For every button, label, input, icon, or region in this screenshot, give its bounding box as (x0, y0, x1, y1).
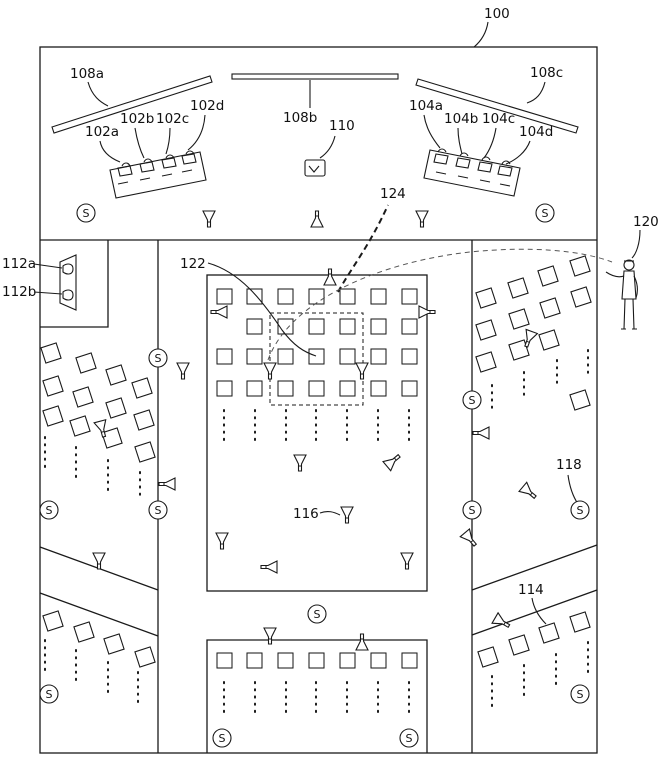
ref-100: 100 (473, 6, 510, 48)
camera-icon (400, 552, 414, 570)
svg-text:S: S (406, 732, 413, 745)
operator-figure: 120 (605, 214, 659, 330)
camera-icon (340, 506, 354, 524)
svg-text:104a: 104a (409, 98, 443, 114)
camera-icon (459, 528, 481, 550)
svg-text:S: S (577, 688, 584, 701)
left-room-grid (39, 342, 159, 591)
sensor-icon: S (570, 500, 590, 520)
svg-text:112a: 112a (2, 256, 36, 272)
svg-text:102b: 102b (120, 111, 154, 127)
camera-icon (210, 305, 228, 319)
svg-text:110: 110 (329, 118, 355, 134)
svg-text:S: S (469, 394, 476, 407)
sensor-icon: S (570, 684, 590, 704)
workstation-labels-left: 102a 102b 102c 102d (85, 98, 224, 163)
camera-icon (202, 210, 216, 228)
svg-text:108c: 108c (530, 65, 563, 81)
svg-text:S: S (314, 608, 321, 621)
camera-icon (215, 532, 229, 550)
sensor-icon: S (212, 728, 232, 748)
sensor-icon: S (76, 203, 96, 223)
workstation-cluster-left (109, 150, 207, 199)
camera-icon (310, 210, 324, 228)
center-grid (216, 288, 418, 441)
svg-text:114: 114 (518, 582, 544, 598)
bottom-center-area (206, 639, 428, 753)
workstation-cluster-right (423, 148, 521, 197)
hub-device: 110 (304, 118, 355, 177)
svg-text:108b: 108b (283, 110, 317, 126)
sensor-icon: S (462, 390, 482, 410)
workstation-labels-right: 104a 104b 104c 104d (409, 98, 553, 165)
svg-text:112b: 112b (2, 284, 36, 300)
ref-118: 118 (556, 457, 582, 505)
svg-text:S: S (46, 504, 53, 517)
camera-icon (263, 627, 277, 645)
camera-icon (260, 560, 278, 574)
camera-icon (472, 426, 490, 440)
svg-text:102d: 102d (190, 98, 224, 114)
svg-text:S: S (577, 504, 584, 517)
sensor-icon: S (148, 348, 168, 368)
svg-text:124: 124 (380, 186, 406, 202)
svg-text:S: S (83, 207, 90, 220)
svg-text:116: 116 (293, 506, 319, 522)
sensor-icon: S (39, 684, 59, 704)
camera-icon (382, 450, 404, 472)
camera-icon (293, 454, 307, 472)
camera-icon (415, 210, 429, 228)
light-bars (51, 73, 579, 134)
building-outline (39, 46, 598, 754)
svg-text:S: S (219, 732, 226, 745)
camera-icon (518, 481, 540, 503)
camera-icon (263, 362, 277, 380)
sensor-icon: S (462, 500, 482, 520)
zone-box: 124 (269, 186, 406, 406)
svg-text:102c: 102c (156, 111, 189, 127)
right-room-grid (471, 255, 598, 591)
sensor-icon: S (148, 500, 168, 520)
right-bottom-room: 114 (471, 582, 598, 707)
light-labels: 108a 108b 108c (70, 65, 563, 126)
center-area (206, 274, 428, 592)
svg-text:100: 100 (484, 6, 510, 22)
ref-116: 116 (293, 506, 341, 522)
camera-icon (323, 268, 337, 286)
camera-icon (158, 477, 176, 491)
svg-text:104d: 104d (519, 124, 553, 140)
svg-text:118: 118 (556, 457, 582, 473)
operator-path (267, 248, 613, 361)
svg-text:102a: 102a (85, 124, 119, 140)
left-bottom-room (39, 592, 159, 706)
sensor-icon: S (535, 203, 555, 223)
svg-text:S: S (542, 207, 549, 220)
svg-text:S: S (155, 504, 162, 517)
svg-text:104b: 104b (444, 111, 478, 127)
svg-text:120: 120 (633, 214, 659, 230)
svg-text:S: S (155, 352, 162, 365)
gate-room: 112a 112b (2, 240, 109, 328)
svg-text:108a: 108a (70, 66, 104, 82)
camera-icon (355, 362, 369, 380)
svg-text:S: S (469, 504, 476, 517)
svg-text:122: 122 (180, 256, 206, 272)
sensor-icon: S (399, 728, 419, 748)
svg-text:S: S (46, 688, 53, 701)
ref-122: 122 (180, 256, 317, 357)
sensor-icon: S (39, 500, 59, 520)
camera-icon (176, 362, 190, 380)
svg-text:104c: 104c (482, 111, 515, 127)
camera-icon (355, 633, 369, 651)
sensor-icon: S (307, 604, 327, 624)
